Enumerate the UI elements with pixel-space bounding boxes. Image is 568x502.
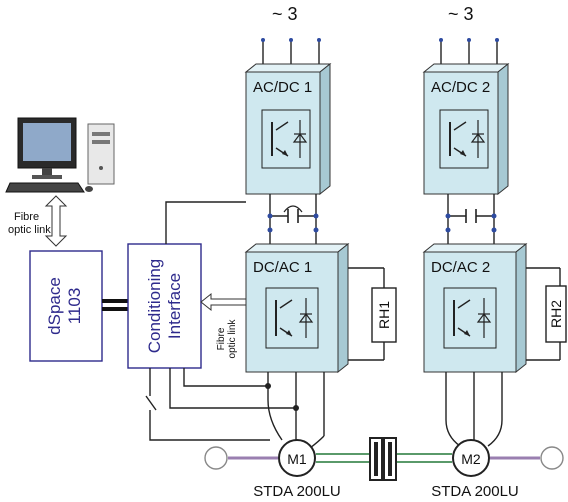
dc-link-2 — [445, 194, 497, 252]
dc-link-1 — [267, 194, 319, 252]
fibre-side-label-2: optic link — [227, 319, 238, 359]
braking-resistor-1 — [348, 267, 397, 361]
acdc2-label: AC/DC 2 — [431, 79, 490, 96]
acdc2-block — [422, 62, 510, 196]
dcac1-block — [244, 242, 350, 374]
coupling — [369, 437, 397, 481]
motor-feed-2 — [445, 372, 503, 447]
dspace-box — [29, 250, 103, 362]
motor-2 — [452, 439, 490, 477]
dspace-label-1: dSpace — [45, 277, 64, 335]
conditioning-interface-box — [127, 243, 202, 369]
fibre-top-label-1: Fibre — [14, 211, 39, 223]
conditioning-label-2: Interface — [165, 273, 184, 339]
motor-1-label: M1 — [287, 451, 307, 467]
acdc1-block — [244, 62, 332, 196]
braking-resistor-2 — [526, 267, 567, 361]
computer-icon — [5, 117, 115, 193]
rh2-label: RH2 — [548, 300, 564, 328]
motor-feed-1 — [267, 372, 325, 449]
acdc1-label: AC/DC 1 — [253, 79, 312, 96]
data-bus — [102, 299, 128, 311]
rh1-label: RH1 — [376, 301, 392, 329]
dcac1-label: DC/AC 1 — [253, 259, 312, 276]
igbt-symbol-acdc1 — [261, 109, 311, 169]
fibre-link-top-arrow — [44, 195, 68, 247]
supply-label-left: ~ 3 — [272, 4, 298, 24]
fibre-side-label-1: Fibre — [216, 327, 227, 350]
dcac2-block — [422, 242, 528, 374]
igbt-symbol-dcac2 — [443, 287, 497, 349]
conditioning-label-1: Conditioning — [145, 259, 164, 354]
supply-label-right: ~ 3 — [448, 4, 474, 24]
igbt-symbol-dcac1 — [265, 287, 319, 349]
dspace-label-2: 1103 — [65, 288, 84, 325]
control-wiring — [145, 201, 299, 441]
fibre-top-label-2: optic link — [8, 224, 51, 236]
motor-1 — [278, 439, 316, 477]
motor-2-label: M2 — [461, 451, 481, 467]
igbt-symbol-acdc2 — [439, 109, 489, 169]
motor-1-type: STDA 200LU — [253, 483, 341, 500]
dcac2-label: DC/AC 2 — [431, 259, 490, 276]
motor-2-type: STDA 200LU — [431, 483, 519, 500]
